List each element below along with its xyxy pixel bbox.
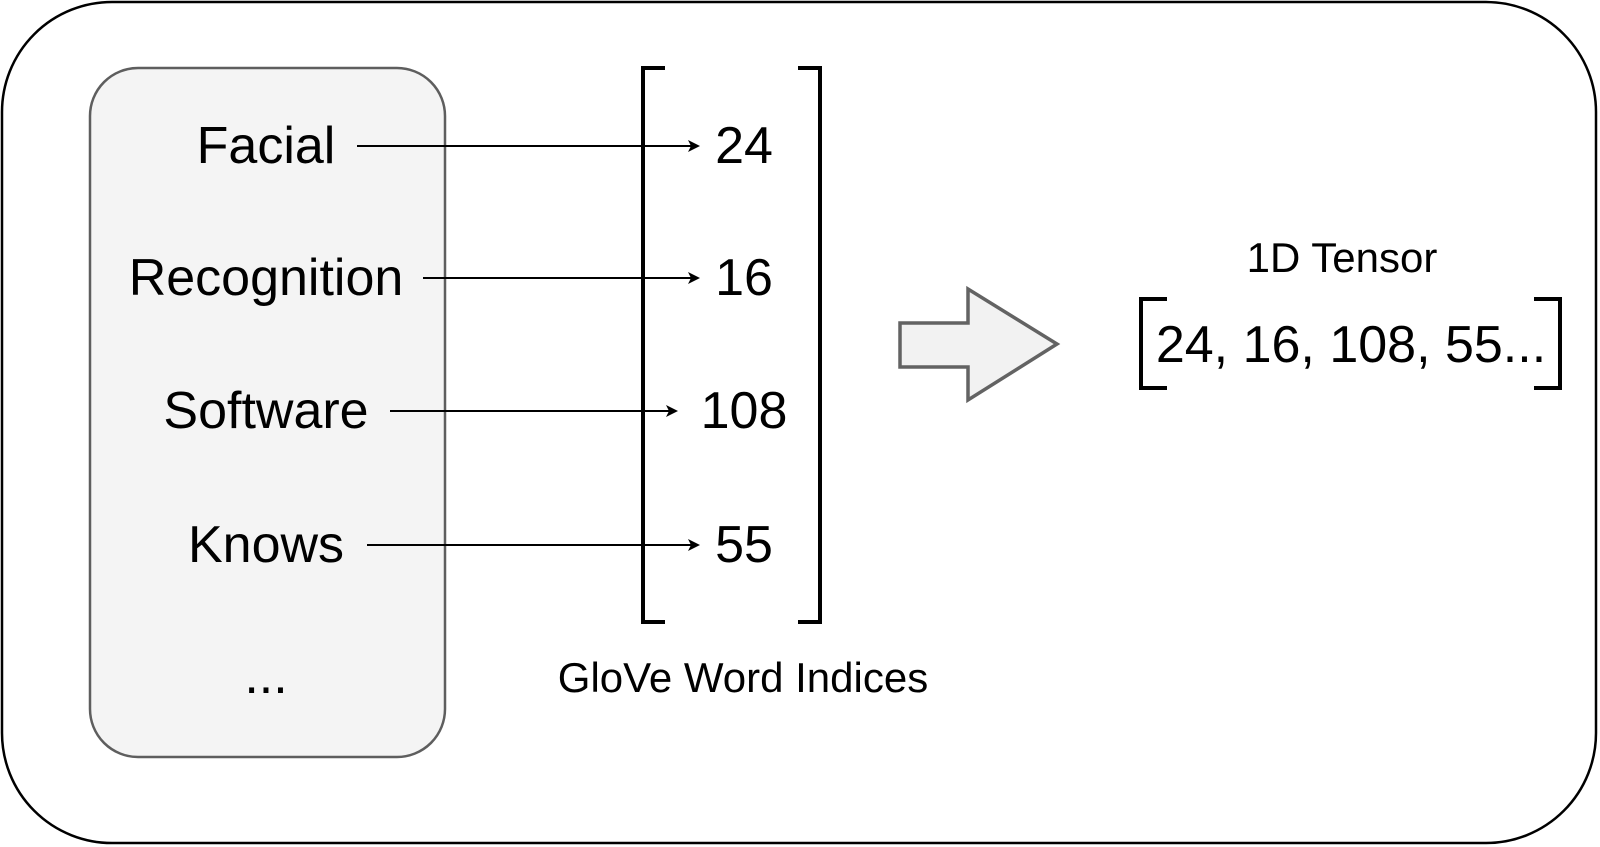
word-facial: Facial bbox=[196, 117, 336, 175]
index-left-bracket bbox=[641, 66, 665, 624]
tensor-values: 24, 16, 108, 55... bbox=[1155, 316, 1547, 374]
word-knows: Knows bbox=[187, 516, 345, 574]
word-recognition: Recognition bbox=[128, 249, 404, 307]
tensor-title: 1D Tensor bbox=[1246, 234, 1438, 281]
index-16: 16 bbox=[715, 249, 773, 307]
word-ellipsis: ... bbox=[244, 647, 288, 705]
word-panel bbox=[88, 66, 447, 759]
index-55: 55 bbox=[715, 516, 773, 574]
tensor-left-bracket bbox=[1139, 297, 1167, 390]
word-software: Software bbox=[163, 382, 369, 440]
conversion-arrow bbox=[898, 285, 1061, 404]
tensor-right-bracket bbox=[1534, 297, 1562, 390]
index-24: 24 bbox=[715, 117, 773, 175]
index-right-bracket bbox=[798, 66, 822, 624]
indices-label: GloVe Word Indices bbox=[557, 654, 929, 701]
index-108: 108 bbox=[700, 382, 788, 440]
